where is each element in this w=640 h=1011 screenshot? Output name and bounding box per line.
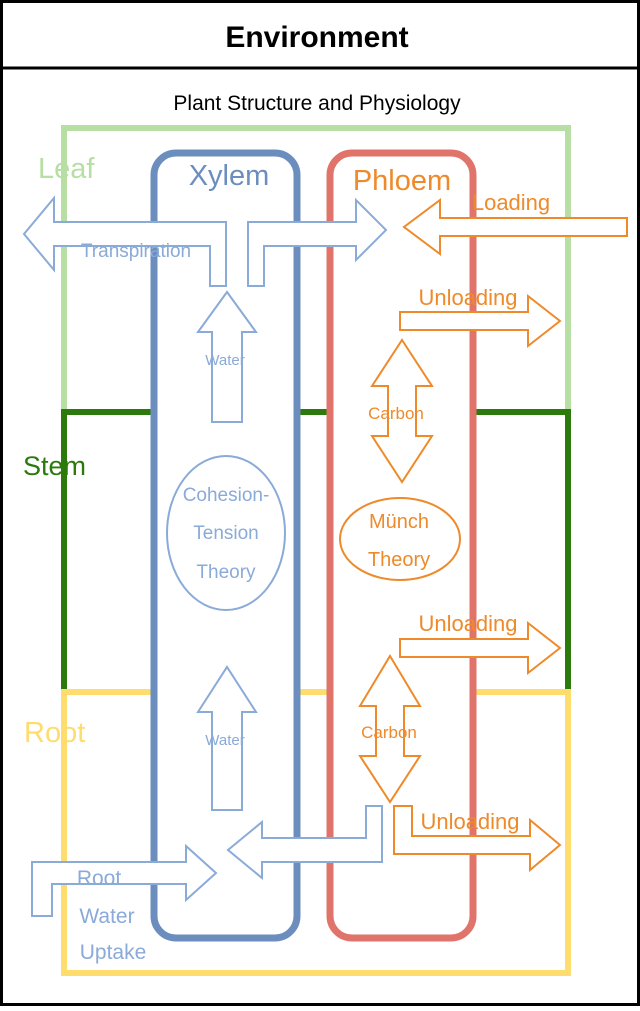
xylem-label: Xylem [189, 160, 270, 192]
water-label-upper: Water [205, 352, 244, 369]
root-uptake-line2: Water [79, 905, 134, 928]
stem-label: Stem [23, 451, 86, 481]
water-label-lower: Water [205, 732, 244, 749]
diagram-subtitle: Plant Structure and Physiology [173, 92, 461, 115]
carbon-double-arrow-upper [370, 338, 434, 484]
carbon-label-upper: Carbon [368, 404, 424, 423]
root-uptake-line3: Uptake [80, 941, 147, 964]
phloem-label: Phloem [353, 165, 451, 197]
environment-title: Environment [225, 21, 408, 54]
munch-theory-ellipse [339, 497, 461, 581]
munch-theory-line2: Theory [368, 549, 430, 571]
transpiration-label: Transpiration [81, 241, 191, 262]
munch-theory-line1: Münch [369, 511, 429, 533]
root-uptake-arrow [31, 843, 218, 917]
unloading-arrow-leaf [399, 293, 562, 349]
water-up-arrow-lower [196, 665, 258, 811]
transpiration-arrow [22, 195, 227, 287]
unloading-label-stem: Unloading [418, 611, 517, 636]
unloading-arrow-stem [399, 620, 562, 676]
phloem-to-xylem-arrow [226, 805, 383, 881]
unloading-label-root: Unloading [420, 809, 519, 834]
water-up-arrow-upper [196, 290, 258, 423]
loading-label: Loading [472, 190, 550, 215]
cohesion-tension-line2: Tension [193, 523, 259, 544]
root-label: Root [24, 717, 85, 749]
unloading-arrow-root [393, 805, 562, 873]
carbon-label-lower: Carbon [361, 723, 417, 742]
loading-arrow [402, 198, 628, 256]
leaf-label: Leaf [38, 153, 95, 185]
cohesion-tension-line3: Theory [196, 562, 256, 583]
carbon-double-arrow-lower [358, 654, 422, 804]
xylem-to-phloem-arrow [247, 197, 388, 287]
root-uptake-line1: Root [77, 867, 122, 890]
unloading-label-leaf: Unloading [418, 285, 517, 310]
cohesion-tension-line1: Cohesion- [183, 485, 270, 506]
root-region [61, 689, 571, 976]
cohesion-tension-ellipse [166, 455, 286, 611]
